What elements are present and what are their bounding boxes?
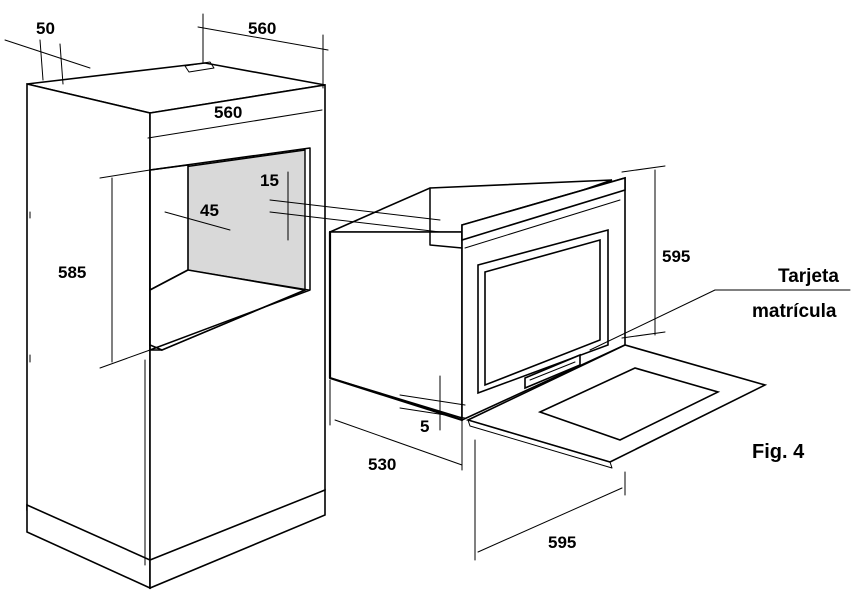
callout-line-2: matrícula: [752, 301, 837, 322]
label-oven-depth: 530: [368, 455, 396, 474]
dimension-labels: 50 560 560 585 45 15 595 5 530 595: [36, 19, 690, 552]
label-oven-height: 595: [662, 247, 690, 266]
figure-label: Fig. 4: [752, 441, 805, 463]
label-top-depth: 50: [36, 19, 55, 38]
label-oven-width: 595: [548, 533, 576, 552]
label-inner-height: 585: [58, 263, 86, 282]
cabinet-dimension-lines: [4, 13, 329, 369]
label-side-clearance: 45: [200, 201, 219, 220]
callout-line-1: Tarjeta: [778, 266, 839, 287]
label-inner-width: 560: [214, 103, 242, 122]
rating-plate-callout: Tarjeta matrícula: [752, 266, 839, 322]
cabinet-drawing: [26, 61, 326, 590]
label-top-width: 560: [248, 19, 276, 38]
label-oven-bottom-gap: 5: [420, 417, 429, 436]
oven-dimension-lines: [269, 165, 851, 561]
oven-drawing: [328, 176, 768, 469]
label-oven-top-gap: 15: [260, 171, 279, 190]
